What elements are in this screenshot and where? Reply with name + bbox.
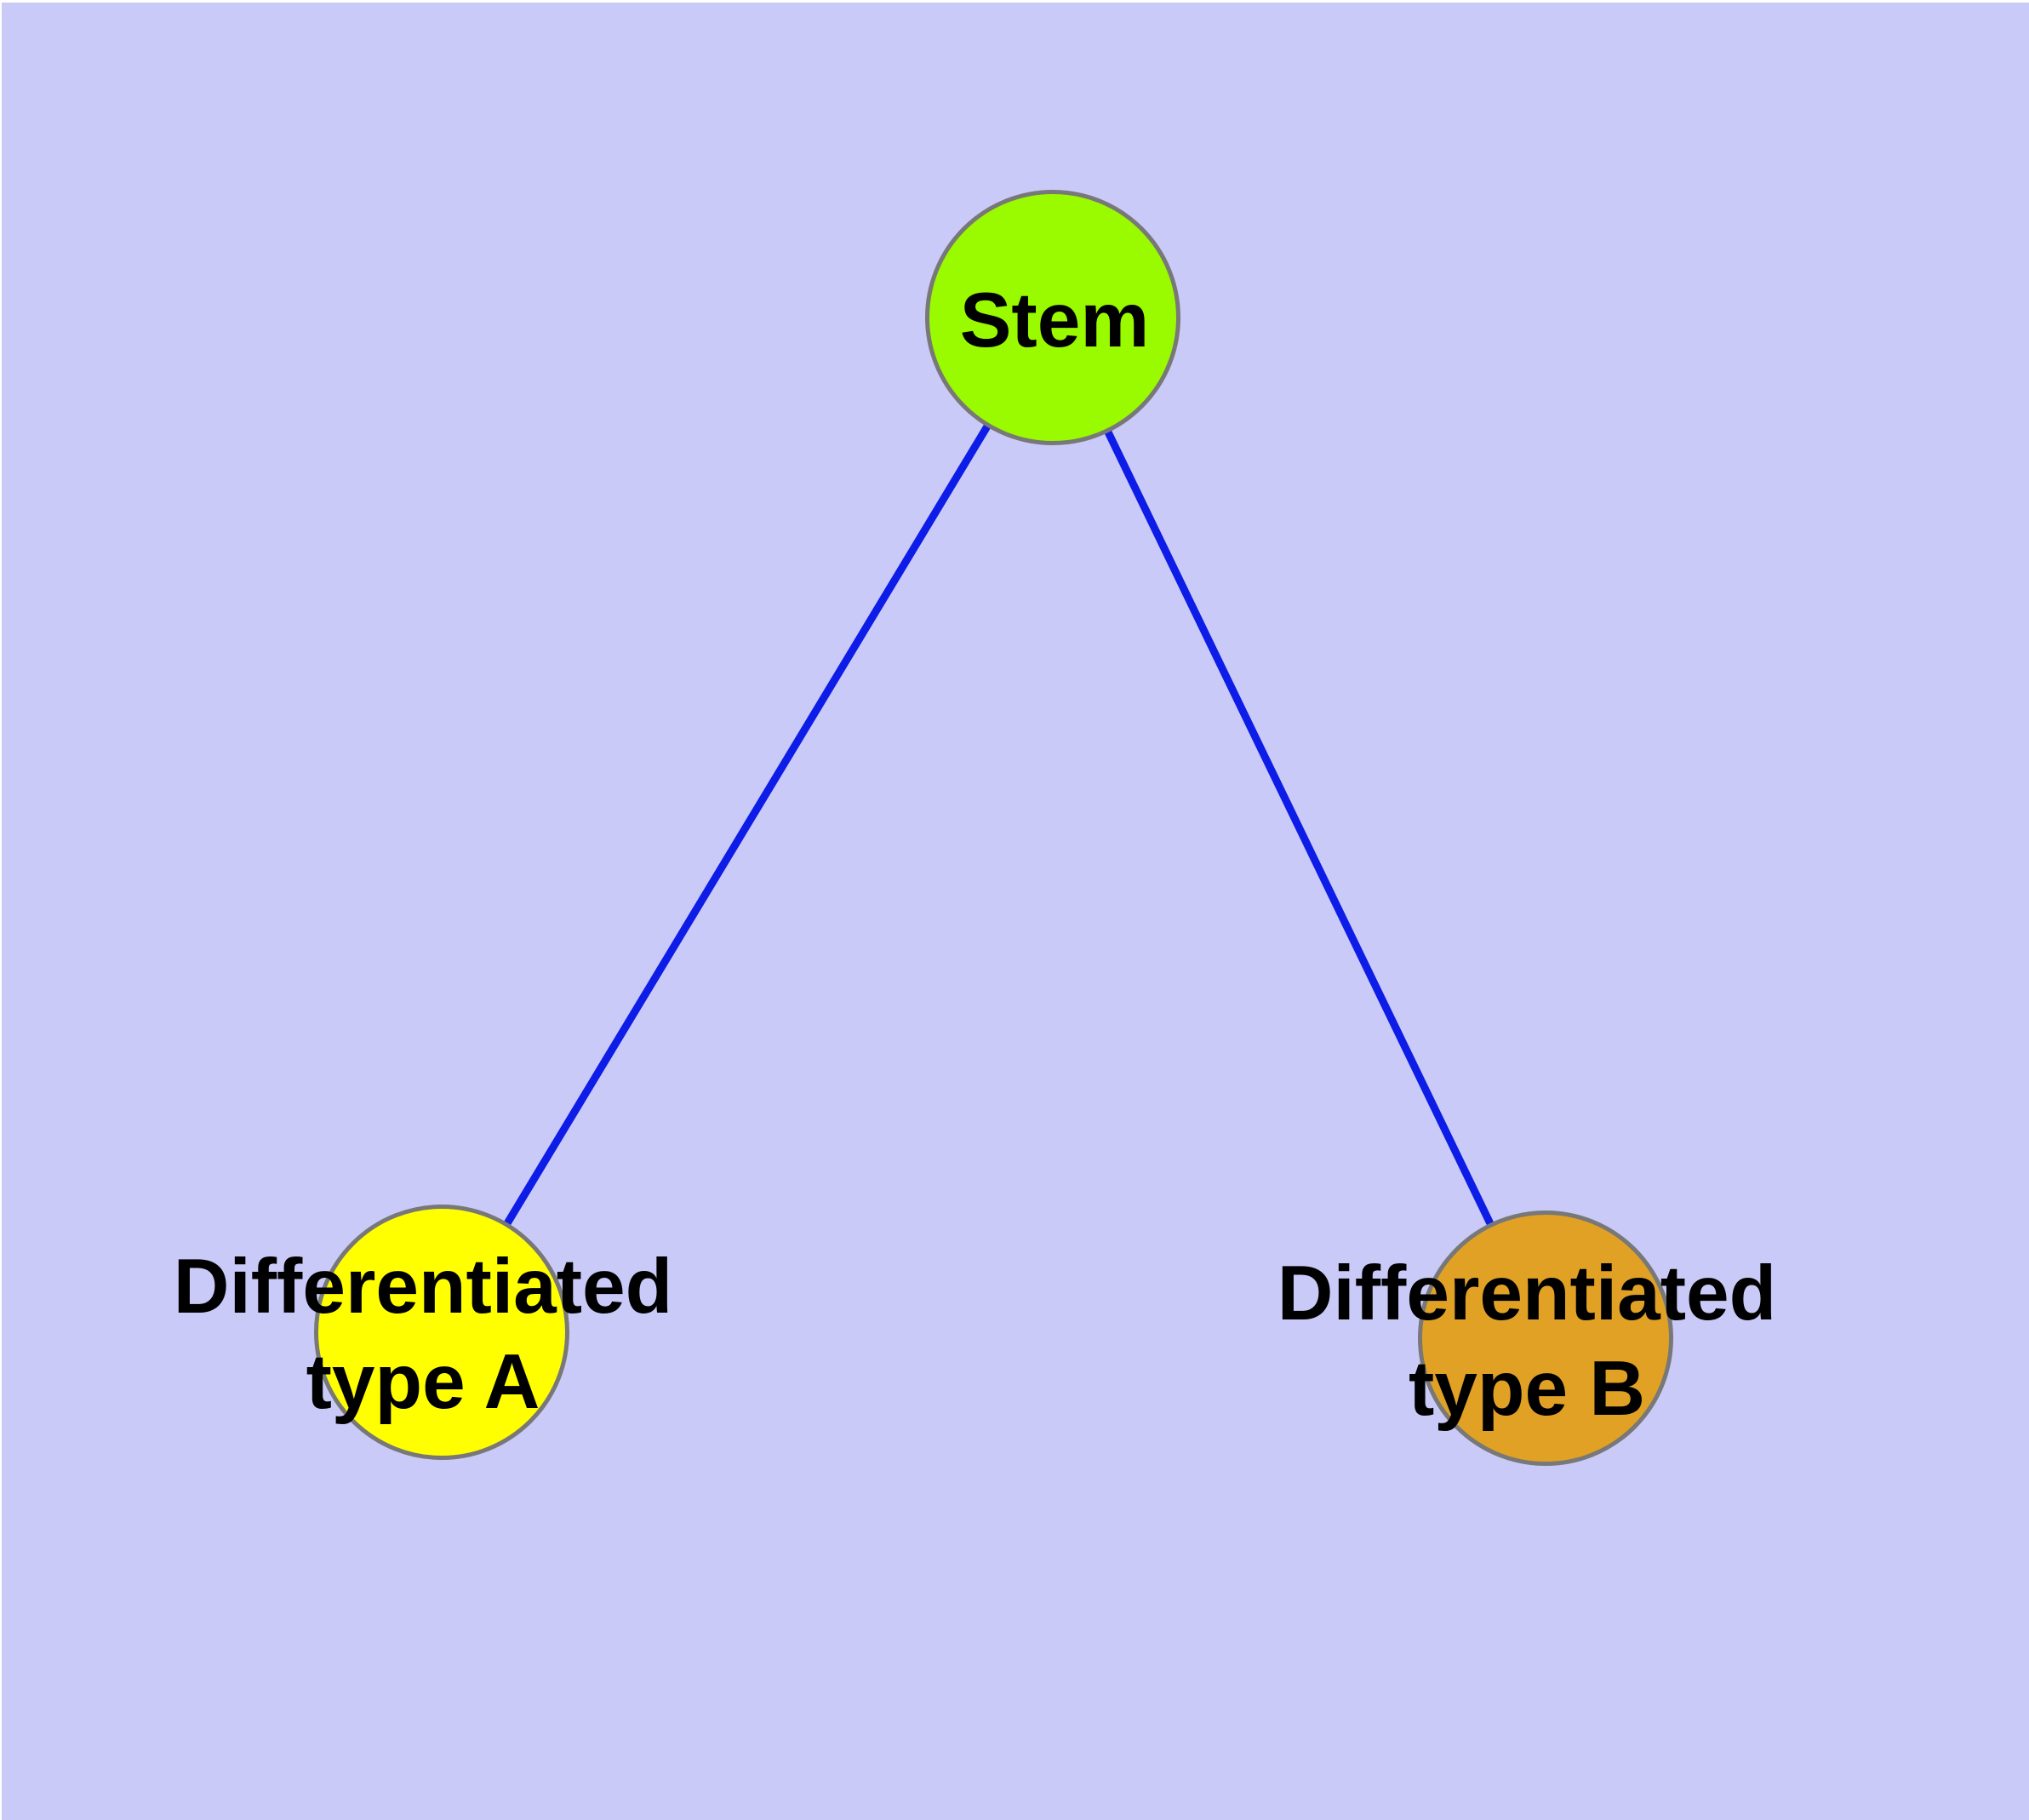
edge-stem-to-type-b [1049, 316, 1550, 1340]
node-stem [925, 190, 1180, 445]
node-type-a-label-line2: type A [306, 1339, 540, 1425]
edge-stem-to-type-a [438, 315, 1056, 1335]
node-differentiated-type-a [314, 1205, 569, 1460]
node-type-b-label-line1: Differentiated [1277, 1251, 1777, 1336]
node-type-a-label: Differentiated type A [174, 1239, 673, 1430]
node-stem-label-text: Stem [959, 278, 1150, 363]
node-type-b-label-line2: type B [1408, 1346, 1646, 1432]
node-type-b-label: Differentiated type B [1277, 1246, 1777, 1437]
node-stem-label: Stem [960, 273, 1150, 369]
node-differentiated-type-b [1418, 1210, 1673, 1466]
node-type-a-label-line1: Differentiated [173, 1244, 673, 1330]
